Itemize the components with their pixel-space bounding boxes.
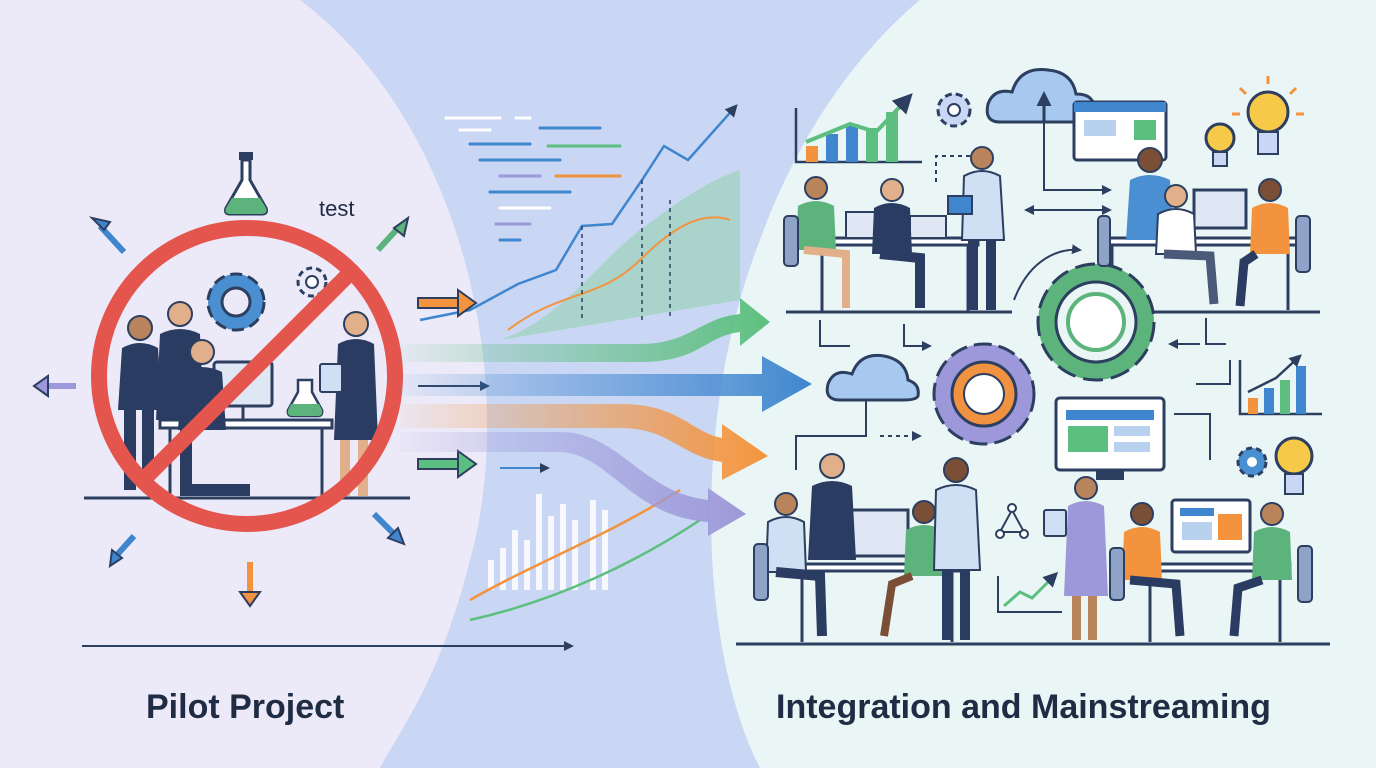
gear-icon xyxy=(1236,446,1268,478)
bar-chart-icon xyxy=(1238,354,1322,416)
flow-ribbons xyxy=(400,298,812,536)
team-bottom-left xyxy=(764,453,982,640)
bar-chart-icon xyxy=(794,93,922,164)
bar-chart-icon xyxy=(488,494,608,590)
gear-icon xyxy=(936,92,972,128)
connector-lines xyxy=(795,122,1231,470)
monitor-icon xyxy=(1054,396,1166,480)
monitor-icon xyxy=(1072,100,1168,162)
pilot-scene xyxy=(32,152,574,651)
arrow-icon xyxy=(371,511,397,537)
flow-arrow-green xyxy=(400,298,770,362)
chairs xyxy=(753,215,1313,603)
network-icon xyxy=(995,503,1029,539)
pilot-annotation: test xyxy=(319,196,355,221)
lightbulb-icon xyxy=(1232,76,1304,155)
integration-scene xyxy=(736,67,1330,646)
flow-arrow-purple xyxy=(400,432,746,536)
prohibition-icon xyxy=(91,220,403,532)
lightbulb-icon xyxy=(1204,122,1236,167)
beaker-icon xyxy=(224,152,268,216)
team-top-right xyxy=(1126,147,1290,307)
gear-icon xyxy=(1036,262,1156,382)
flow-arrow-blue xyxy=(400,356,812,412)
data-code-lines xyxy=(444,116,622,242)
lightbulb-icon xyxy=(1274,436,1314,495)
gear-icon xyxy=(206,272,266,332)
team-bottom-right xyxy=(1043,476,1292,640)
gear-icon xyxy=(296,266,328,298)
left-caption: Pilot Project xyxy=(146,688,345,726)
cloud-icon xyxy=(825,353,920,402)
right-caption: Integration and Mainstreaming xyxy=(776,688,1271,726)
monitor-icon xyxy=(1170,498,1252,554)
flow-arrow-orange xyxy=(400,404,768,480)
line-chart-icon xyxy=(419,104,740,340)
arrow-icon xyxy=(113,533,137,559)
team-top-left xyxy=(796,146,1006,310)
gear-icon xyxy=(932,342,1036,446)
desk xyxy=(158,418,334,430)
line-chart-icon xyxy=(997,571,1062,613)
monitor-icon xyxy=(1192,188,1248,230)
radial-arrows xyxy=(32,215,410,608)
